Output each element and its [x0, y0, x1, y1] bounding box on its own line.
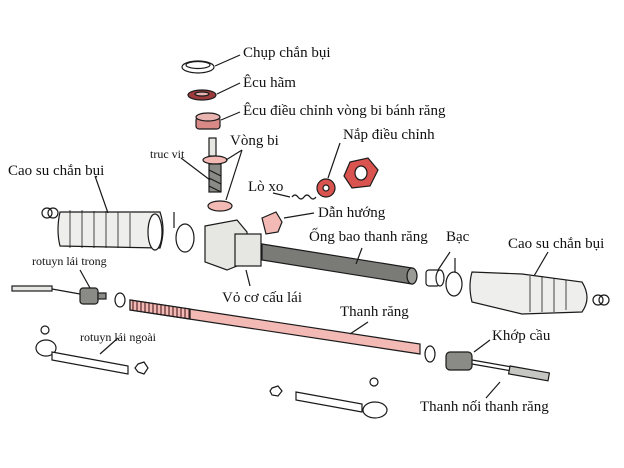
- clamp-part: [173, 212, 195, 253]
- worm-shaft-part: [180, 137, 243, 212]
- bearing-adjust-nut-part: [195, 111, 241, 130]
- rack-tube-part: [261, 243, 418, 285]
- label-bushing: Bạc: [446, 229, 470, 245]
- label-outer-tie-rod: rotuyn lái ngoài: [80, 330, 156, 344]
- outer-tie-rod-2-part: [269, 377, 388, 419]
- nut-part: [134, 361, 149, 375]
- label-bearing: Vòng bi: [230, 133, 279, 149]
- adjust-cover-part: [316, 142, 379, 198]
- label-lock-nut: Êcu hãm: [243, 75, 296, 91]
- label-rack: Thanh răng: [340, 304, 409, 320]
- right-boot-part: [469, 251, 610, 315]
- label-dust-cap: Chụp chắn bụi: [243, 45, 331, 61]
- label-rack-tube: Ống bao thanh răng: [309, 229, 428, 245]
- guide-part: [261, 211, 315, 235]
- label-tie-rod: Thanh nối thanh răng: [420, 399, 549, 415]
- label-inner-tie-rod: rotuyn lái trong: [32, 254, 107, 268]
- rack-part: [129, 299, 436, 363]
- label-worm-shaft: truc vit: [150, 147, 185, 161]
- label-ball-joint: Khớp cầu: [492, 328, 551, 344]
- spring-part: [272, 192, 317, 200]
- label-guide: Dẫn hướng: [318, 205, 386, 221]
- dust-cap-part: [181, 54, 241, 74]
- label-bearing-adjust-nut: Êcu điều chỉnh vòng bi bánh răng: [243, 103, 446, 119]
- lock-nut-part: [187, 82, 241, 101]
- inner-tie-rod-part: [11, 269, 126, 308]
- ball-joint-part: [445, 339, 551, 399]
- housing-part: [204, 219, 262, 287]
- label-boot-right: Cao su chắn bụi: [508, 236, 605, 252]
- label-housing: Vỏ cơ cấu lái: [222, 290, 302, 306]
- left-boot-part: [41, 175, 164, 251]
- outer-tie-rod-part: [35, 325, 129, 375]
- label-spring: Lò xo: [248, 179, 284, 195]
- label-adjust-cover: Nắp điều chỉnh: [343, 127, 435, 143]
- bushing-part: [425, 251, 463, 297]
- label-boot-left: Cao su chắn bụi: [8, 163, 105, 179]
